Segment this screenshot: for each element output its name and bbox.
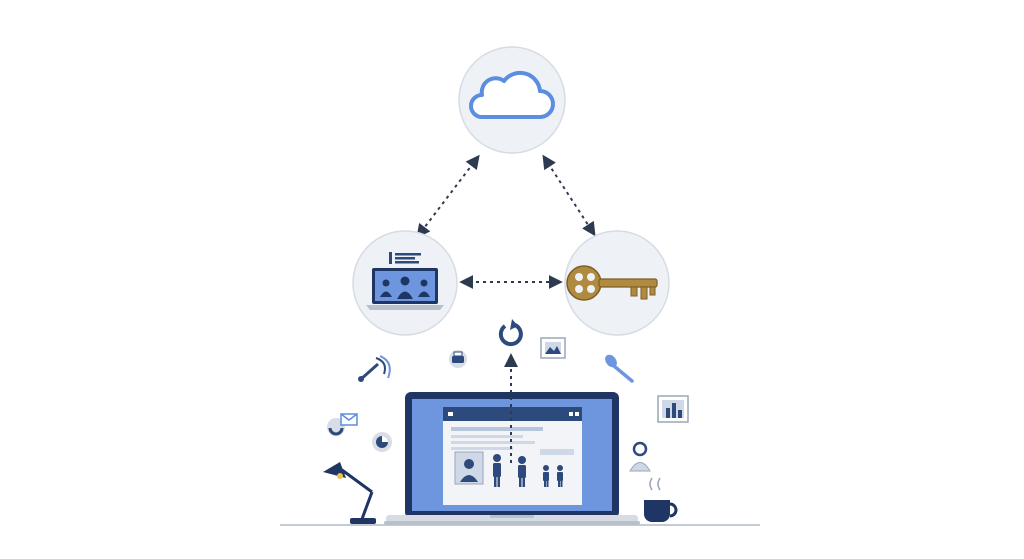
- mail-icon: [327, 413, 358, 436]
- team-figures: [493, 454, 563, 487]
- chart-frame-icon: [657, 395, 689, 423]
- key-icon: [566, 265, 658, 301]
- pie-chart-icon: [372, 432, 392, 452]
- connectors: [416, 154, 596, 463]
- cloud-icon: [469, 70, 555, 119]
- printer-icon: [449, 350, 467, 368]
- user-profile-icon: [629, 441, 651, 472]
- spoon-icon: [605, 354, 634, 383]
- video-conference-laptop-icon: [366, 252, 444, 310]
- sync-icon: [498, 319, 523, 347]
- desk-lamp-icon: [323, 462, 376, 524]
- connector-cloud-key: [542, 154, 596, 237]
- access-key-node: [564, 230, 670, 336]
- connector-cloud-video: [416, 154, 480, 239]
- satellite-dish-icon: [358, 355, 391, 382]
- profile-card: [454, 451, 484, 485]
- cloud-node: [458, 46, 566, 154]
- image-icon: [540, 337, 566, 359]
- coffee-mug-icon: [644, 477, 678, 522]
- video-conference-node: [352, 230, 458, 336]
